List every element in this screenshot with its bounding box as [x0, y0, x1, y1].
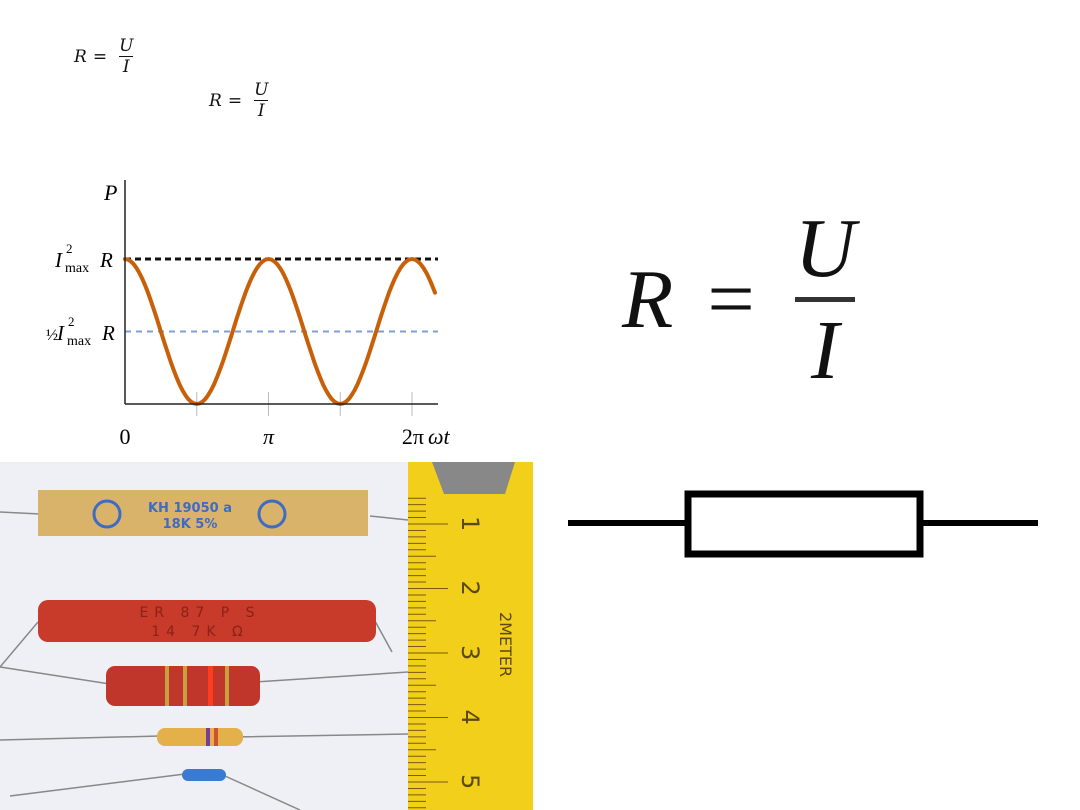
fraction: U I [254, 80, 269, 121]
resistor-red-long [38, 600, 376, 642]
formula-small-2: R = U I [209, 80, 269, 121]
tick-tail: R [101, 321, 115, 345]
fraction: U I [794, 200, 856, 399]
y-axis-label: P [103, 180, 117, 205]
x-axis-label: ωt [428, 424, 451, 449]
color-band [183, 666, 187, 706]
ruler-number: 1 [456, 516, 484, 531]
tick-base: I [56, 321, 65, 345]
resistor-small-tan [157, 728, 243, 746]
ruler-brand: 2METER [496, 612, 515, 677]
fraction: U I [119, 36, 134, 77]
formula-equals: = [707, 253, 755, 346]
resistor-label: ER 87 P S [139, 605, 260, 621]
ruler-number: 3 [456, 645, 484, 660]
tick-sub: max [65, 261, 89, 276]
formula-small-1: R = U I [74, 36, 134, 77]
x-tick-label: π [263, 424, 275, 449]
x-tick-label: 2π [402, 424, 424, 449]
x-tick-label: 0 [120, 424, 131, 449]
ruler-clip [432, 462, 515, 494]
formula-lhs: R [209, 90, 222, 111]
resistor-label: 14 7K Ω [151, 624, 249, 640]
ruler-number: 2 [456, 581, 484, 596]
power-chart: 0 π 2π P ωt I 2 max R ½ I 2 max R [46, 180, 451, 449]
logo-icon [92, 499, 122, 529]
formula-equals: = [227, 90, 243, 111]
y-tick-label-half: ½ I 2 max R [46, 314, 115, 349]
ruler-ticks [408, 497, 448, 809]
fraction-bar [794, 297, 856, 302]
tick-prefix: ½ [46, 327, 58, 344]
tick-base: I [54, 248, 63, 272]
denominator: I [122, 57, 130, 77]
numerator: U [254, 80, 269, 100]
tick-tail: R [99, 248, 113, 272]
color-band [214, 728, 218, 746]
formula-lhs: R [74, 46, 87, 67]
resistors-photo: KH 19050 a 18K 5% ER 87 P S 14 7K Ω 1 2 3 4… [0, 462, 533, 810]
y-tick-label-max: I 2 max R [54, 241, 113, 276]
ruler [408, 462, 533, 810]
numerator: U [119, 36, 134, 56]
ruler-number: 5 [456, 774, 484, 789]
formula-large: R = U I [622, 200, 856, 399]
fraction-bar [254, 100, 269, 101]
resistor-label: 18K 5% [163, 517, 218, 532]
resistor-small-blue [182, 769, 226, 781]
tick-sub: max [67, 334, 91, 349]
logo-icon [257, 499, 287, 529]
denominator: I [257, 101, 265, 121]
formula-lhs: R [622, 253, 674, 346]
symbol-body [684, 490, 924, 558]
power-curve [123, 256, 437, 407]
tick-sup: 2 [68, 314, 75, 329]
color-band [208, 666, 213, 706]
numerator: U [794, 202, 856, 295]
color-band [165, 666, 169, 706]
ruler-number: 4 [456, 710, 484, 725]
resistor-label: KH 19050 a [148, 501, 232, 516]
color-band [206, 728, 210, 746]
resistor-leads [0, 511, 409, 810]
formula-equals: = [92, 46, 108, 67]
denominator: I [811, 304, 840, 397]
tick-sup: 2 [66, 241, 73, 256]
resistor-circuit-symbol [568, 490, 1038, 558]
color-band [225, 666, 229, 706]
fraction-bar [119, 56, 134, 57]
